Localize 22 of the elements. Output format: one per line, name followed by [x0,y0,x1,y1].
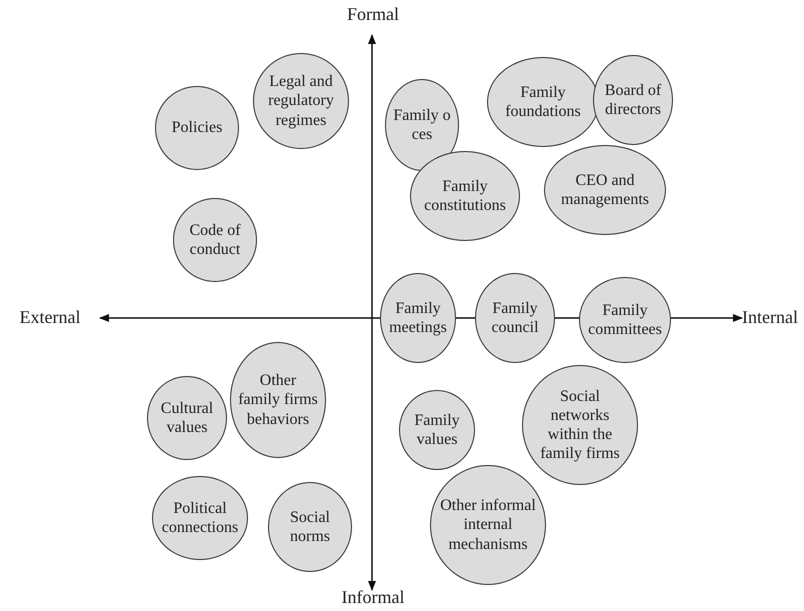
node-text: Social networks within the family firms [539,386,621,464]
node-text: Family foundations [504,82,582,122]
node-text: Board of directors [604,80,662,120]
node-text: Legal and regulatory regimes [267,72,335,130]
axis-label: External [20,307,80,329]
node-text: Family council [490,298,540,338]
node-text: Policies [172,118,222,138]
node-text: Family meetings [388,298,448,338]
node-text: Family o ces [392,106,452,144]
node-text: Family constitutions [423,176,507,216]
axis-label: Internal [742,307,798,329]
node-text: CEO and managements [560,170,650,210]
axis-label: Informal [342,587,404,609]
node-text: Family committees [587,300,663,340]
node-text: Other informal internal mechanisms [439,496,537,554]
node-text: Family values [413,410,461,450]
node-text: Cultural values [160,398,214,438]
node-text: Other family firms behaviors [238,371,318,429]
node-text: Social norms [289,508,331,546]
axis-label: Formal [347,4,399,26]
node-text: Political connections [160,498,240,538]
node-text: Code of conduct [188,220,242,260]
